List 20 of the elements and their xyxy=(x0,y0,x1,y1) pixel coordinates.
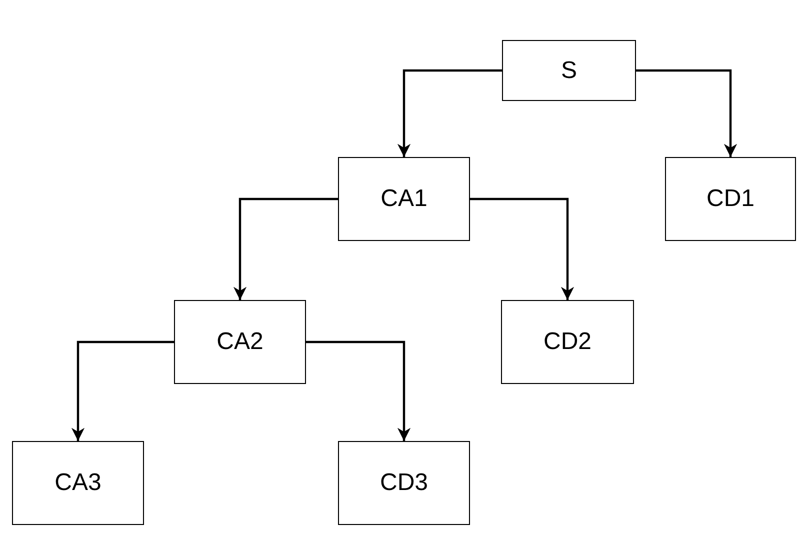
node-label: CD2 xyxy=(543,328,592,356)
arrow xyxy=(636,69,738,157)
arrow xyxy=(306,340,411,441)
process-box xyxy=(501,300,634,384)
node-label: CA2 xyxy=(216,328,264,356)
arrow xyxy=(470,198,574,300)
process-box xyxy=(174,300,306,384)
node-label: S xyxy=(560,56,577,84)
process-box xyxy=(665,157,796,241)
arrow xyxy=(233,198,338,300)
node-label: CA3 xyxy=(54,469,102,497)
process-box xyxy=(338,157,470,241)
process-box xyxy=(338,441,470,525)
process-box xyxy=(502,40,636,101)
arrow xyxy=(71,340,174,441)
node-label: CD3 xyxy=(380,469,428,497)
node-label: CD1 xyxy=(706,185,754,213)
node-label: CA1 xyxy=(380,185,428,213)
arrow xyxy=(397,69,502,157)
process-box xyxy=(12,441,144,525)
